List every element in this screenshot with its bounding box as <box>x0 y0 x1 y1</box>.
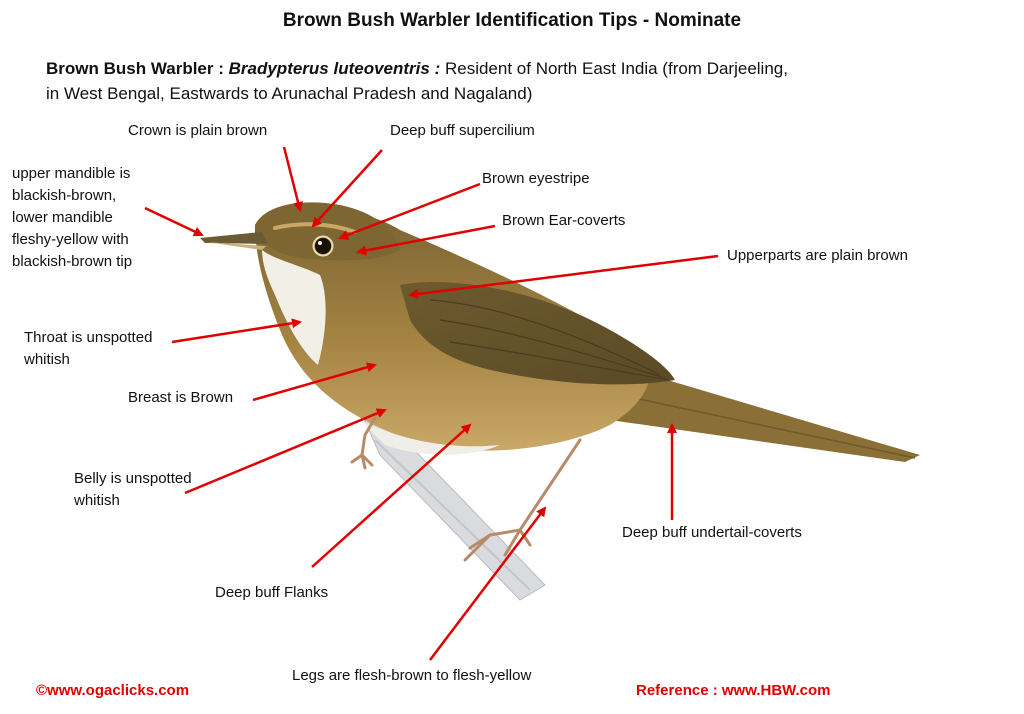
label-throat-line: whitish <box>24 351 70 368</box>
label-undertail: Deep buff undertail-coverts <box>622 524 802 541</box>
label-ear-coverts: Brown Ear-coverts <box>502 212 626 229</box>
label-mandible-line: blackish-brown tip <box>12 253 133 270</box>
arrow-mandible <box>144 206 204 237</box>
label-upperparts: Upperparts are plain brown <box>727 247 908 264</box>
label-belly: Belly is unspotted whitish <box>74 468 192 512</box>
label-eyestripe: Brown eyestripe <box>482 170 590 187</box>
label-mandible-line: fleshy-yellow with <box>12 231 129 248</box>
bird-beak <box>200 232 268 244</box>
arrow-belly <box>184 408 387 495</box>
copyright-link[interactable]: ©www.ogaclicks.com <box>36 682 190 699</box>
label-throat: Throat is unspotted whitish <box>24 327 152 371</box>
label-belly-line: Belly is unspotted <box>74 470 192 487</box>
bird-tail <box>600 360 920 462</box>
label-flanks: Deep buff Flanks <box>215 584 329 601</box>
bird-wing <box>400 282 675 385</box>
range-text-line1: Resident of North East India (from Darje… <box>444 59 788 78</box>
bird-eye <box>315 238 331 254</box>
arrow-ear-coverts <box>356 224 496 256</box>
label-breast: Breast is Brown <box>128 389 234 406</box>
arrow-breast <box>252 362 377 402</box>
arrow-supercilium <box>311 149 383 228</box>
arrow-flanks <box>311 423 472 568</box>
page-title: Brown Bush Warbler Identification Tips -… <box>282 10 742 31</box>
label-supercilium: Deep buff supercilium <box>390 122 535 139</box>
scientific-name: Bradypterus luteoventris : <box>228 59 441 78</box>
reference-link[interactable]: Reference : www.HBW.com <box>636 682 831 699</box>
bird-throat <box>262 250 326 365</box>
arrow-eyestripe <box>338 182 481 240</box>
bird-belly <box>360 420 500 455</box>
label-throat-line: Throat is unspotted <box>24 329 153 346</box>
arrow-upperparts <box>408 254 719 299</box>
bird-legs <box>350 416 582 562</box>
label-mandible-line: lower mandible <box>12 209 113 226</box>
label-crown: Crown is plain brown <box>128 122 268 139</box>
common-name: Brown Bush Warbler : <box>46 59 224 78</box>
species-description: Brown Bush Warbler : Bradypterus luteove… <box>46 56 946 106</box>
range-text-line2: in West Bengal, Eastwards to Arunachal P… <box>46 84 533 103</box>
label-legs: Legs are flesh-brown to flesh-yellow <box>292 667 532 684</box>
arrow-throat <box>171 318 302 344</box>
arrow-legs <box>429 506 547 661</box>
arrow-crown <box>282 146 303 212</box>
label-belly-line: whitish <box>74 492 120 509</box>
label-mandible-line: blackish-brown, <box>12 187 117 204</box>
label-mandible: upper mandible is blackish-brown, lower … <box>12 163 132 273</box>
label-mandible-line: upper mandible is <box>12 165 131 182</box>
